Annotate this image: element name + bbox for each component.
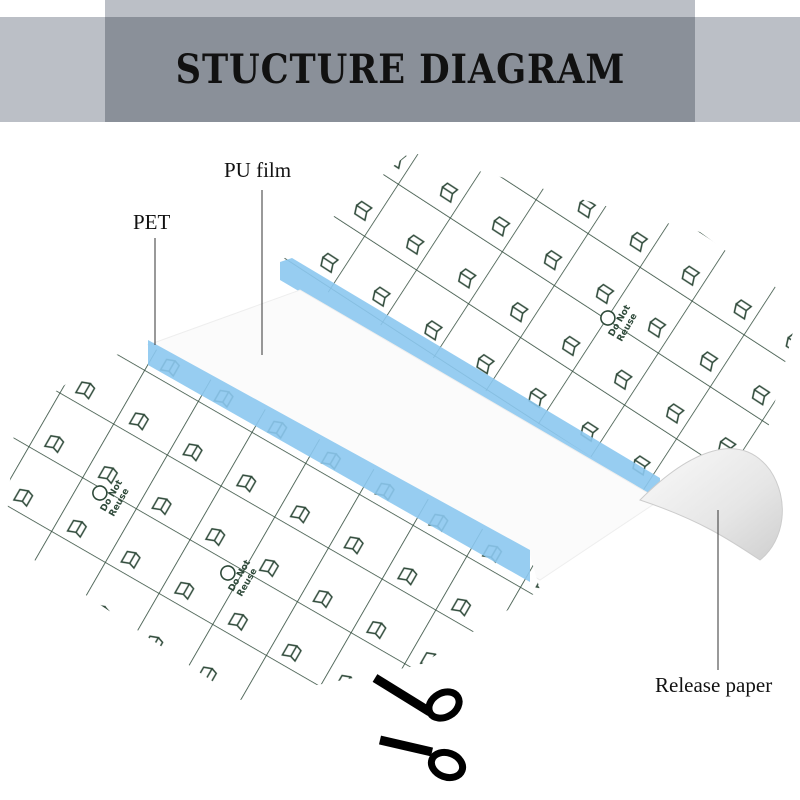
- scissors-icon: [372, 674, 467, 782]
- pet-strip-left: [148, 340, 530, 582]
- do-not-reuse-icon: [600, 310, 616, 326]
- right-sheet: [280, 152, 800, 500]
- pu-film-label: PU film: [224, 158, 292, 182]
- header-top-strip: [105, 0, 695, 17]
- pet-label: PET: [133, 210, 171, 234]
- left-sheet: [5, 345, 540, 700]
- header-title-box: STUCTURE DIAGRAM: [105, 17, 695, 122]
- do-not-reuse-icon: [220, 565, 236, 581]
- release-paper: [639, 448, 783, 561]
- do-not-reuse-icon: [92, 485, 108, 501]
- page-title: STUCTURE DIAGRAM: [175, 46, 625, 93]
- pet-strip-right: [280, 258, 660, 500]
- release-paper-label: Release paper: [655, 673, 773, 697]
